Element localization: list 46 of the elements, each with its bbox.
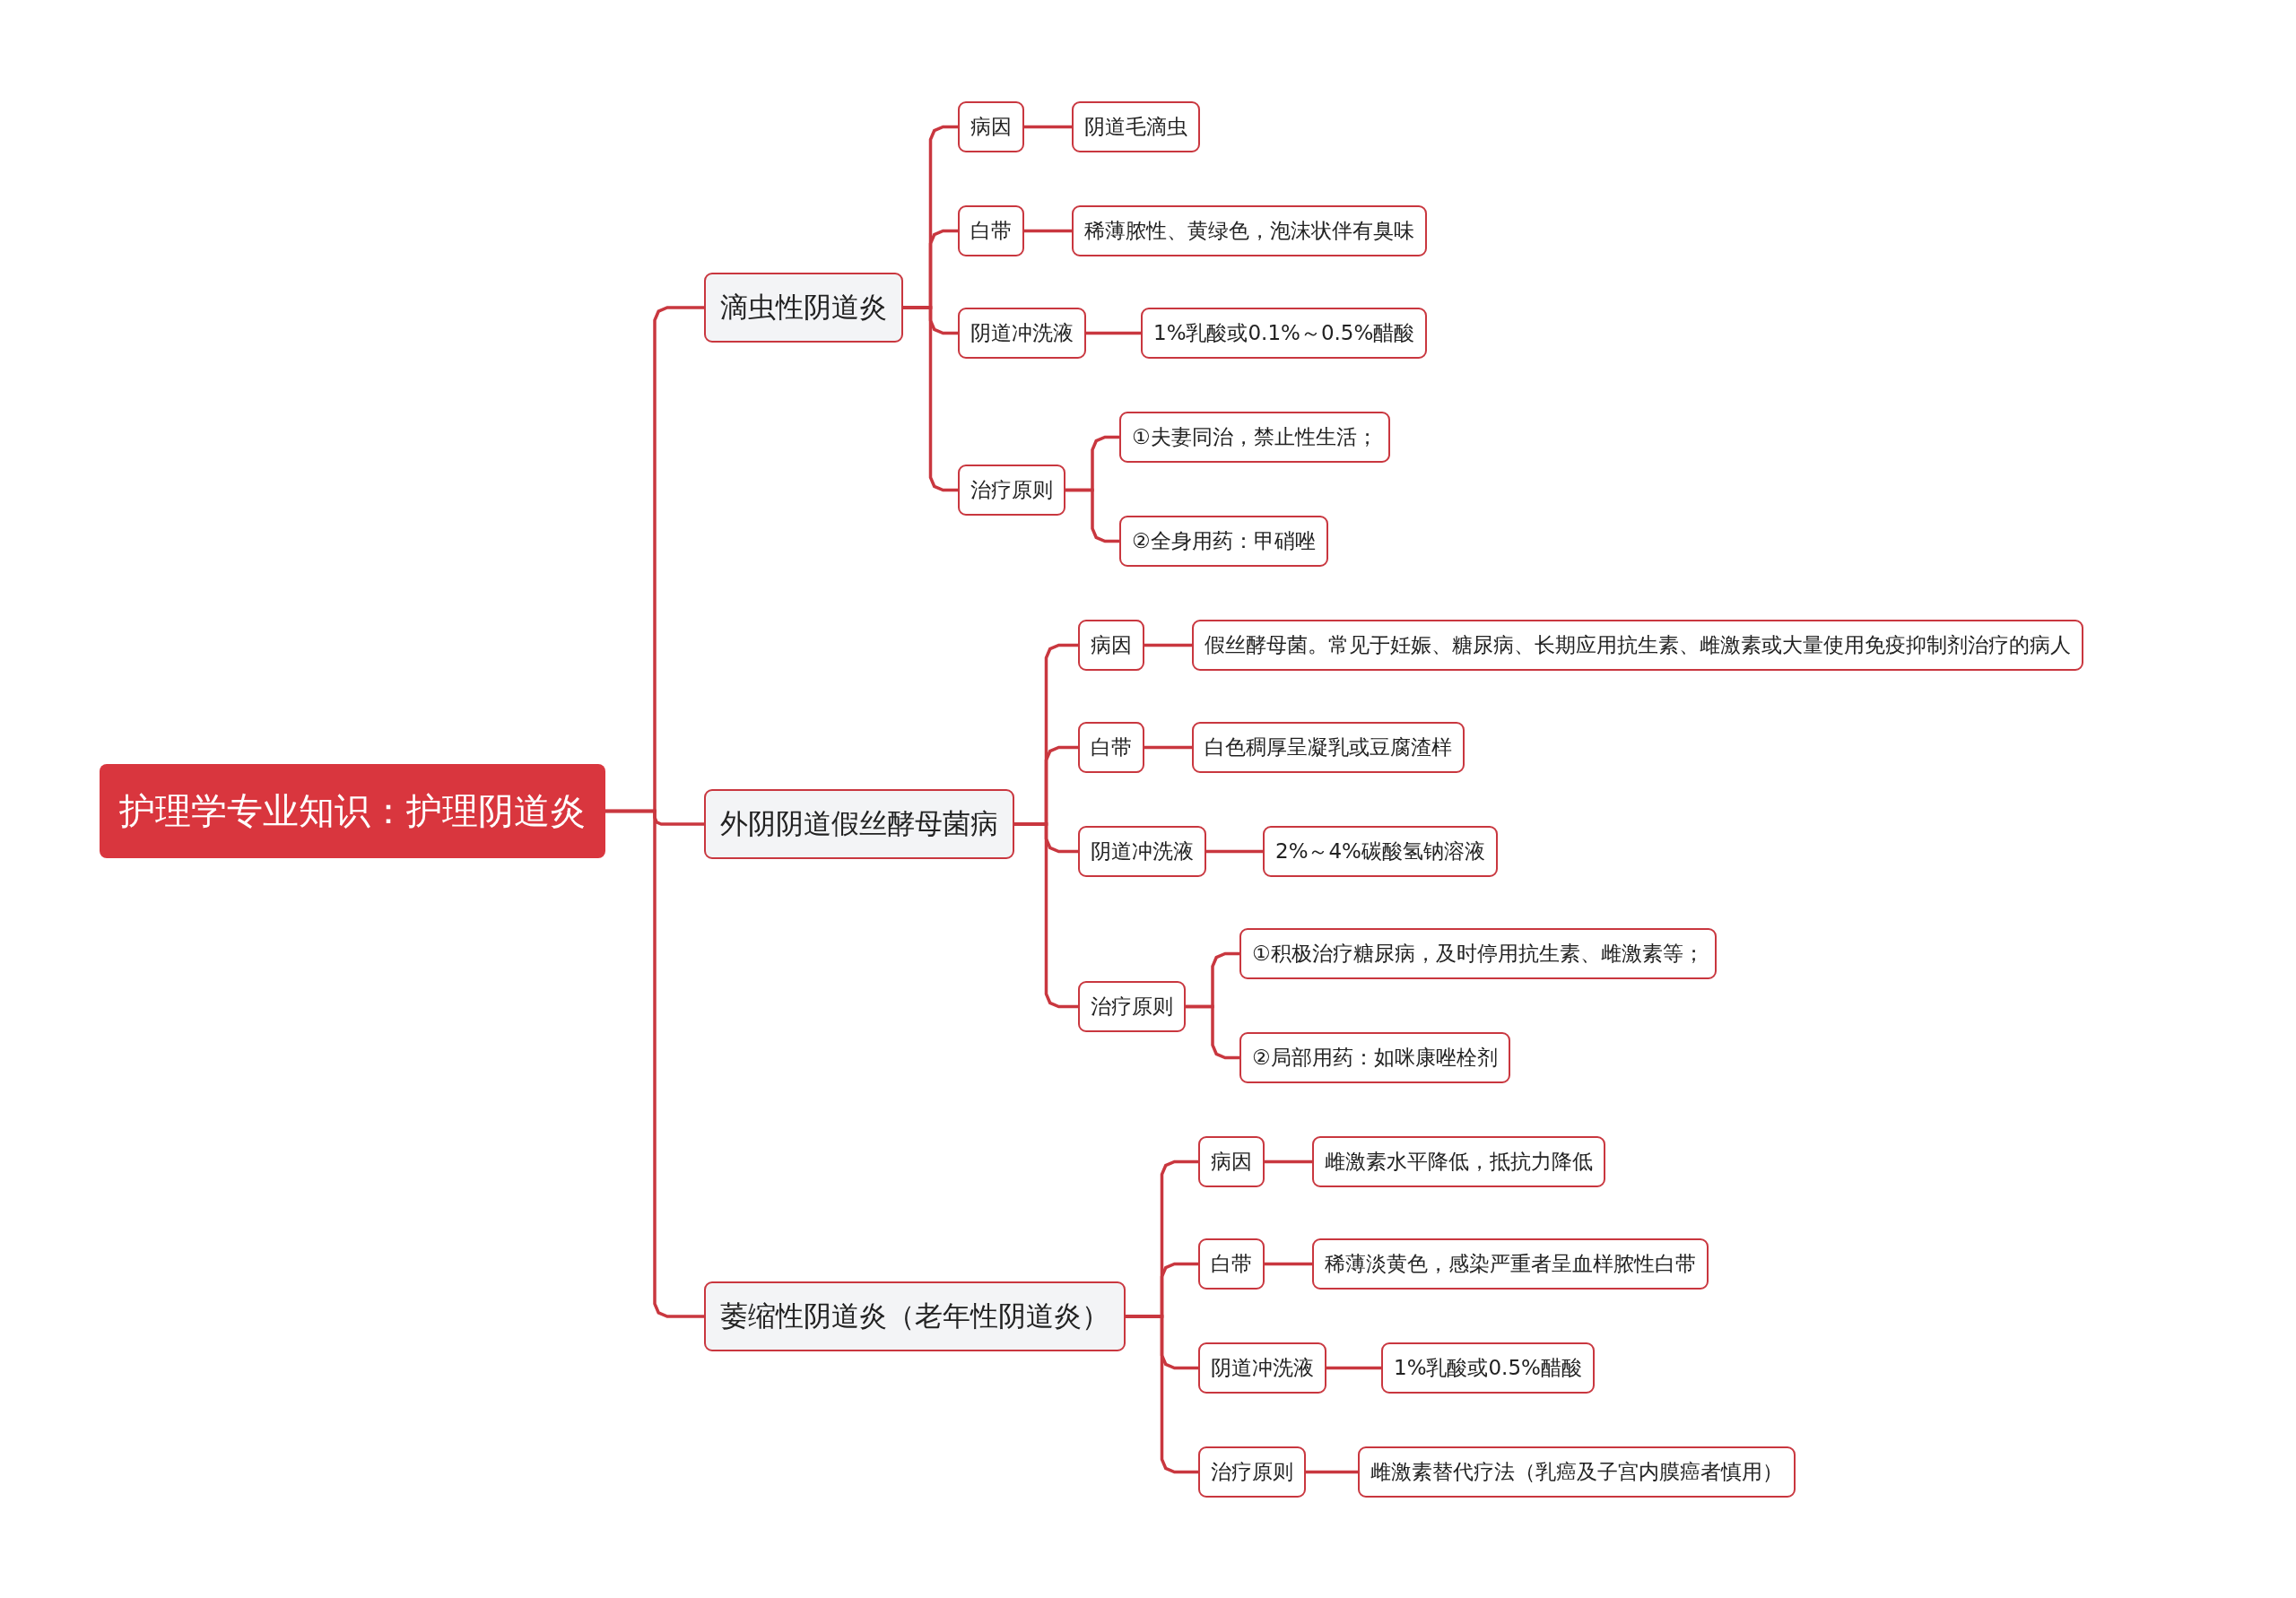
branch-topic: 萎缩性阴道炎（老年性阴道炎） <box>704 1281 1126 1351</box>
subtopic: 稀薄脓性、黄绿色，泡沫状伴有臭味 <box>1072 205 1427 256</box>
subtopic: 雌激素替代疗法（乳癌及子宫内膜癌者慎用） <box>1358 1446 1796 1498</box>
connector-line <box>1326 1366 1381 1370</box>
subtopic: 假丝酵母菌。常见于妊娠、糖尿病、长期应用抗生素、雌激素或大量使用免疫抑制剂治疗的病人 <box>1192 620 2083 671</box>
subtopic: 雌激素水平降低，抵抗力降低 <box>1312 1136 1605 1187</box>
connector-line <box>903 306 958 492</box>
subtopic: 2%～4%碳酸氢钠溶液 <box>1263 826 1498 877</box>
subtopic: 1%乳酸或0.1%～0.5%醋酸 <box>1141 308 1428 359</box>
subtopic: ①积极治疗糖尿病，及时停用抗生素、雌激素等； <box>1239 928 1717 979</box>
subtopic: ①夫妻同治，禁止性生活； <box>1119 412 1390 463</box>
subtopic: ②全身用药：甲硝唑 <box>1119 516 1328 567</box>
connector-line <box>1306 1470 1358 1474</box>
connector-line <box>1126 1315 1198 1474</box>
connector-line <box>1086 331 1141 335</box>
connector-line <box>1265 1262 1312 1266</box>
central-topic: 护理学专业知识：护理阴道炎 <box>100 764 605 858</box>
connector-line <box>1144 643 1192 647</box>
subtopic: 白带 <box>1078 722 1144 773</box>
subtopic: 白带 <box>958 205 1024 256</box>
branch-topic: 外阴阴道假丝酵母菌病 <box>704 789 1014 859</box>
subtopic: 1%乳酸或0.5%醋酸 <box>1381 1342 1595 1394</box>
connector-line <box>1065 488 1119 543</box>
subtopic: 治疗原则 <box>1198 1446 1306 1498</box>
subtopic: 稀薄淡黄色，感染严重者呈血样脓性白带 <box>1312 1238 1709 1290</box>
connector-line <box>1186 1004 1239 1060</box>
subtopic: 治疗原则 <box>958 465 1065 516</box>
subtopic: 阴道冲洗液 <box>1078 826 1206 877</box>
subtopic: 治疗原则 <box>1078 981 1186 1032</box>
connector-line <box>1144 745 1192 750</box>
subtopic: ②局部用药：如咪康唑栓剂 <box>1239 1032 1510 1083</box>
connector-line <box>1206 849 1263 854</box>
branch-topic: 滴虫性阴道炎 <box>704 273 903 343</box>
connector-line <box>605 809 704 1318</box>
subtopic: 阴道冲洗液 <box>1198 1342 1326 1394</box>
connector-line <box>1024 125 1072 129</box>
subtopic: 阴道毛滴虫 <box>1072 101 1200 152</box>
subtopic: 白色稠厚呈凝乳或豆腐渣样 <box>1192 722 1465 773</box>
subtopic: 阴道冲洗液 <box>958 308 1086 359</box>
subtopic: 白带 <box>1198 1238 1265 1290</box>
connector-line <box>1265 1159 1312 1164</box>
subtopic: 病因 <box>958 101 1024 152</box>
connector-line <box>1014 822 1078 1009</box>
subtopic: 病因 <box>1078 620 1144 671</box>
connector-line <box>1024 229 1072 233</box>
subtopic: 病因 <box>1198 1136 1265 1187</box>
